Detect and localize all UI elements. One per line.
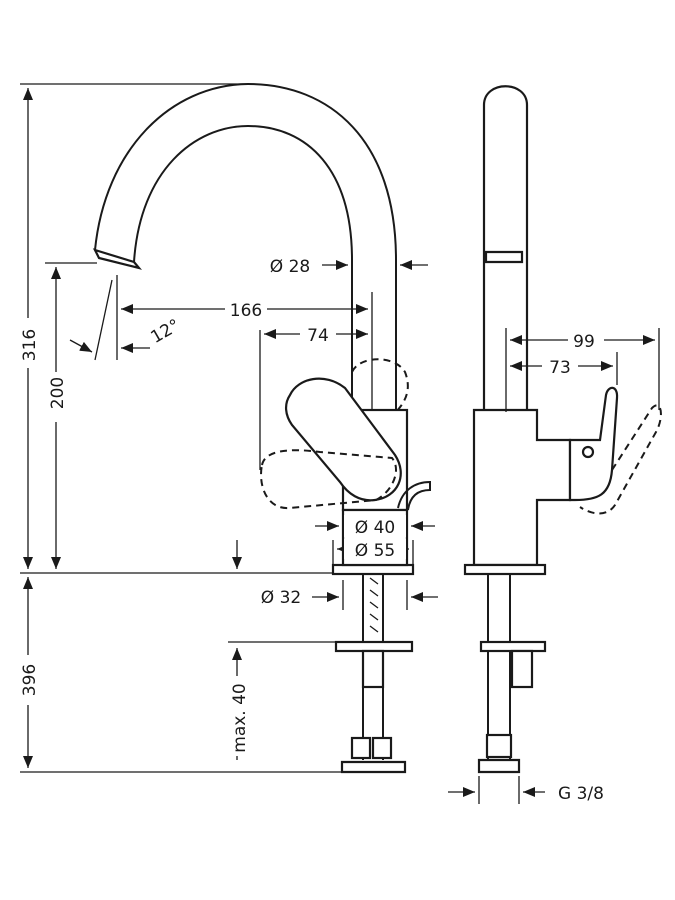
thread-hatch xyxy=(369,577,379,633)
label-spout-angle: 12° xyxy=(147,315,183,347)
side-hose-nut xyxy=(477,758,521,774)
spout-outer-contour xyxy=(94,82,397,410)
label-connection: G 3/8 xyxy=(558,784,604,804)
label-body-diameter: Ø 40 xyxy=(355,518,395,538)
side-mounting-plate xyxy=(479,640,547,653)
label-base-diameter: Ø 55 xyxy=(355,541,395,561)
side-handle-alt-position xyxy=(579,404,662,515)
side-spout-nozzle xyxy=(484,250,524,264)
dimension-labels: 316 200 396 max. 40 166 74 12° Ø 28 Ø 40… xyxy=(18,257,604,804)
label-spout-diameter: Ø 28 xyxy=(270,257,310,277)
spout-inner-contour xyxy=(133,124,353,410)
label-handle-offset-side-inner: 73 xyxy=(549,358,571,378)
label-hole-diameter: Ø 32 xyxy=(261,588,301,608)
label-max-thickness: max. 40 xyxy=(230,683,250,752)
side-spout-column xyxy=(482,85,529,410)
base-flange xyxy=(331,563,415,576)
hose-connector-left xyxy=(350,736,372,760)
front-view xyxy=(92,82,431,774)
hose-stub xyxy=(361,649,385,689)
side-handle-pin xyxy=(581,445,595,459)
side-hose-connector xyxy=(485,733,513,759)
lever-handle-alt-position xyxy=(260,449,397,510)
hose-connector-right xyxy=(371,736,393,760)
label-handle-offset-front: 74 xyxy=(307,326,329,346)
side-view xyxy=(463,85,662,774)
label-handle-offset-side-outer: 99 xyxy=(573,332,595,352)
label-spout-height: 200 xyxy=(48,377,68,409)
mounting-plate xyxy=(334,640,414,653)
label-below-counter: 396 xyxy=(20,664,40,696)
side-base-flange xyxy=(463,563,547,576)
side-hose-stub xyxy=(510,649,534,689)
spout-nozzle xyxy=(92,248,143,270)
dimension-lines xyxy=(20,83,660,804)
popup-rod xyxy=(397,480,431,511)
label-total-height: 316 xyxy=(20,329,40,361)
lever-handle-alt-position-up xyxy=(351,358,409,413)
side-body xyxy=(472,408,572,567)
side-handle xyxy=(568,386,619,502)
dim-12deg-arrow-left xyxy=(69,339,93,353)
lever-handle xyxy=(285,377,402,502)
hose-nut xyxy=(340,760,407,774)
label-spout-reach: 166 xyxy=(230,301,262,321)
